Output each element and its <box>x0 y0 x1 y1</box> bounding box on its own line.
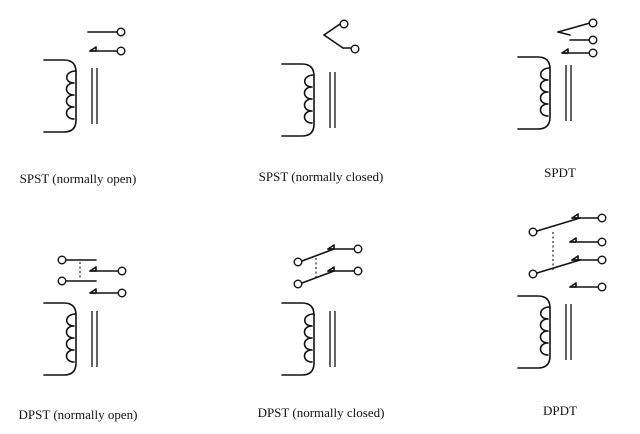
diagram-label: SPST (normally open) <box>20 171 137 186</box>
diagram-label: SPDT <box>544 165 576 180</box>
coil-symbol <box>281 63 336 137</box>
contact-set <box>87 27 126 56</box>
contact-set <box>57 255 127 298</box>
diagram-dpst-nc: DPST (normally closed) <box>258 244 385 420</box>
coil-symbol <box>517 56 572 130</box>
diagram-spdt: SPDT <box>517 18 598 180</box>
diagram-spst-no: SPST (normally open) <box>20 27 137 186</box>
coil-symbol <box>43 59 98 133</box>
diagram-label: DPDT <box>543 403 577 418</box>
coil-symbol <box>517 295 572 369</box>
contact-set <box>528 213 607 292</box>
diagram-dpst-no: DPST (normally open) <box>19 255 138 422</box>
coil-symbol <box>43 302 98 376</box>
diagram-dpdt: DPDT <box>517 213 607 418</box>
contact-set <box>293 244 363 289</box>
diagram-label: DPST (normally closed) <box>258 405 385 420</box>
contact-set <box>323 19 360 54</box>
coil-symbol <box>281 302 336 376</box>
contact-set <box>557 18 598 58</box>
diagram-label: DPST (normally open) <box>19 407 138 422</box>
diagram-label: SPST (normally closed) <box>259 169 384 184</box>
diagram-spst-nc: SPST (normally closed) <box>259 19 384 184</box>
